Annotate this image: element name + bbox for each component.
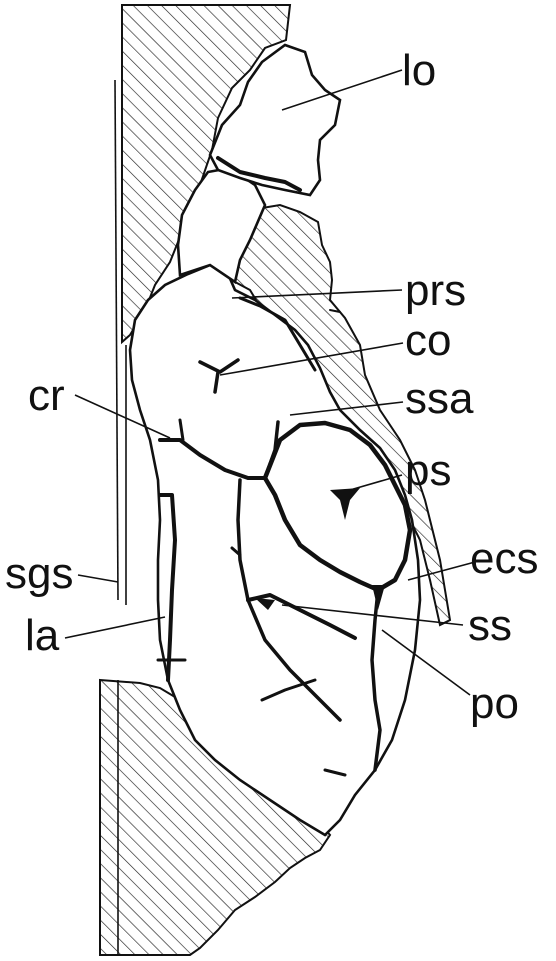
label-la: la [25,611,60,660]
label-lo: lo [402,46,436,95]
label-prs: prs [405,266,466,315]
label-cr: cr [28,371,65,420]
label-ecs: ecs [470,534,538,583]
label-po: po [470,679,519,728]
label-ssa: ssa [405,374,474,423]
leader-sgs [78,575,118,582]
label-ps: ps [405,446,451,495]
label-ss: ss [468,601,512,650]
leader-la [65,617,165,638]
label-co: co [405,316,451,365]
label-sgs: sgs [5,549,73,598]
